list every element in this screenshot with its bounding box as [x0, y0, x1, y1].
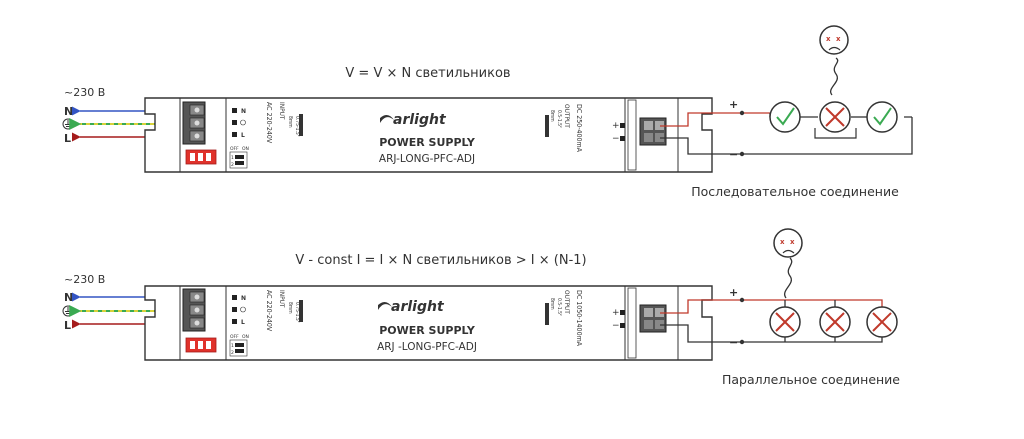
svg-text:arlight: arlight — [391, 299, 445, 315]
svg-text:N: N — [241, 108, 246, 115]
brand-logo: arlight — [380, 112, 447, 128]
luminaire-fail-icon — [819, 306, 851, 338]
svg-text:0.75-1.5²: 0.75-1.5² — [294, 116, 300, 137]
input-terminal-block — [182, 288, 206, 332]
dc-rating: DC 1050-1400mA — [575, 290, 583, 347]
series-panel: V = V × N светильников ~230 В N L — [62, 25, 913, 199]
negative-wire — [660, 117, 913, 155]
ac-rating: AC 220-240V — [265, 290, 273, 332]
svg-text:+: + — [729, 286, 738, 299]
series-formula: V = V × N светильников — [345, 66, 510, 81]
sad-face-icon: x x — [773, 228, 803, 299]
wire-l-label: L — [64, 132, 71, 145]
svg-text:8mm: 8mm — [287, 302, 293, 314]
dip-switch[interactable] — [185, 337, 217, 353]
svg-text:0.5-1.5²: 0.5-1.5² — [556, 298, 562, 316]
luminaire-fail-icon — [819, 101, 851, 133]
input-wire-gauge: 8mm 0.75-1.5² — [287, 114, 303, 137]
svg-text:L: L — [241, 319, 245, 326]
luminaire-ok-icon — [769, 101, 801, 133]
svg-text:OFF: OFF — [230, 146, 239, 152]
svg-text:x: x — [826, 35, 831, 43]
ac-rating: AC 220-240V — [265, 102, 273, 144]
device-model: ARJ -LONG-PFC-ADJ — [377, 341, 477, 353]
output-label: OUTPUT — [563, 290, 571, 314]
mains-label: ~230 В — [64, 86, 105, 99]
wire-l-label: L — [64, 319, 71, 332]
input-wire-gauge: 8mm 0.75-1.5² — [287, 300, 303, 323]
input-label: INPUT — [278, 102, 286, 120]
parallel-panel: V - const I = I × N светильников > I × (… — [62, 228, 900, 387]
power-supply-case — [144, 97, 713, 173]
mains-label: ~230 В — [64, 273, 105, 286]
device-model: ARJ-LONG-PFC-ADJ — [379, 153, 475, 165]
svg-text:1: 1 — [231, 343, 234, 349]
svg-text:+: + — [612, 121, 620, 131]
output-wire-gauge: 8mm 0.5-1.5² — [545, 110, 562, 137]
dip-switch[interactable] — [185, 149, 217, 165]
brand-logo: arlight — [378, 299, 445, 315]
negative-rail — [660, 324, 883, 343]
svg-text:0.5-1.5²: 0.5-1.5² — [556, 110, 562, 128]
svg-text:x: x — [836, 35, 841, 43]
wire-n-label: N — [64, 291, 73, 304]
input-terminal-block — [182, 101, 206, 145]
svg-text:x: x — [790, 238, 795, 246]
positive-wire — [660, 112, 770, 127]
device-title: POWER SUPPLY — [379, 136, 476, 149]
device-title: POWER SUPPLY — [379, 324, 476, 337]
svg-text:ON: ON — [242, 334, 249, 340]
luminaire-fail-icon — [866, 306, 898, 338]
earth-symbol — [62, 305, 74, 317]
output-terminal-block — [639, 117, 667, 146]
svg-text:2: 2 — [231, 162, 234, 168]
output-label: OUTPUT — [563, 104, 571, 128]
svg-text:−: − — [612, 321, 620, 331]
svg-text:+: + — [729, 98, 738, 111]
dip-legend: OFF ON 1 2 — [229, 146, 249, 169]
svg-text:ON: ON — [242, 146, 249, 152]
svg-text:−: − — [612, 134, 620, 144]
svg-text:8mm: 8mm — [549, 298, 555, 310]
parallel-formula: V - const I = I × N светильников > I × (… — [295, 253, 586, 268]
sad-face-icon: x x — [819, 25, 849, 96]
svg-text:N: N — [241, 295, 246, 302]
dip-legend: OFF ON 1 2 — [229, 334, 249, 357]
svg-text:0.75-1.5²: 0.75-1.5² — [294, 302, 300, 323]
input-label: INPUT — [278, 290, 286, 308]
luminaire-fail-icon — [769, 306, 801, 338]
svg-text:−: − — [729, 336, 738, 349]
svg-text:1: 1 — [231, 155, 234, 161]
svg-text:8mm: 8mm — [287, 116, 293, 128]
svg-text:2: 2 — [231, 350, 234, 356]
earth-symbol — [62, 118, 74, 130]
positive-rail — [660, 299, 883, 314]
parallel-caption: Параллельное соединение — [722, 372, 900, 387]
output-terminal-block — [639, 304, 667, 333]
bypass-line — [814, 128, 857, 139]
svg-text:−: − — [729, 148, 738, 161]
luminaire-ok-icon — [866, 101, 898, 133]
output-wire-gauge: 8mm 0.5-1.5² — [545, 298, 562, 325]
svg-text:+: + — [612, 308, 620, 318]
series-caption: Последовательное соединение — [691, 184, 899, 199]
svg-text:8mm: 8mm — [549, 110, 555, 122]
svg-text:OFF: OFF — [230, 334, 239, 340]
svg-text:L: L — [241, 132, 245, 139]
wire-n-label: N — [64, 105, 73, 118]
svg-text:x: x — [780, 238, 785, 246]
svg-text:arlight: arlight — [393, 112, 447, 128]
dc-rating: DC 250-400mA — [575, 104, 583, 153]
